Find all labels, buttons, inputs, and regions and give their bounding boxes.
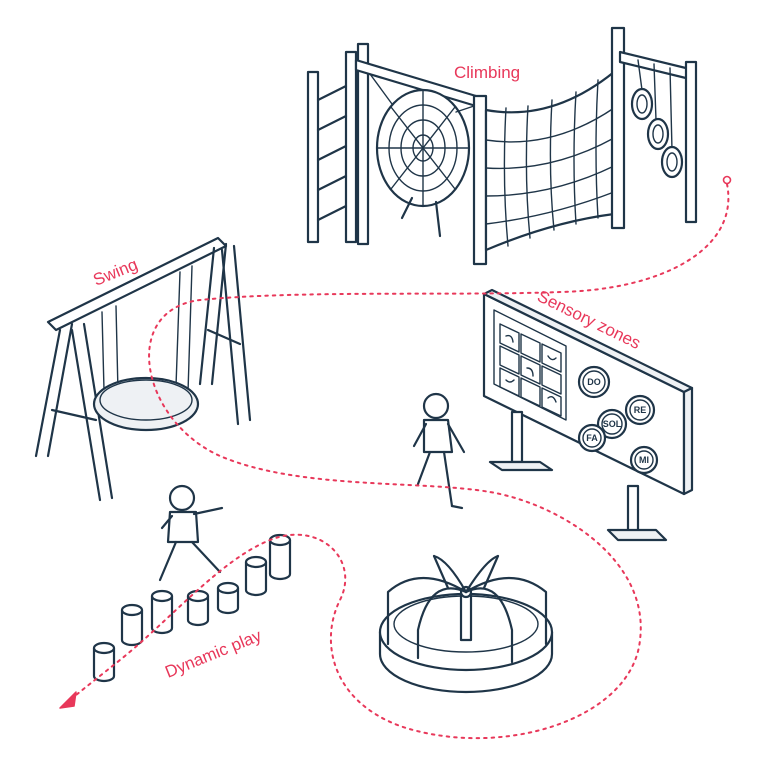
note-mi: MI <box>629 445 659 475</box>
carousel <box>378 554 554 694</box>
climbing-ladder <box>306 50 358 244</box>
route-path <box>59 175 732 740</box>
stepping-stumps <box>92 533 292 683</box>
stump <box>216 581 240 615</box>
spider-web-net <box>369 73 475 238</box>
dynamic-play-label: Dynamic play <box>162 626 264 682</box>
swing-set <box>34 236 252 502</box>
note-re-label: RE <box>634 405 647 415</box>
stump <box>244 555 268 597</box>
route-start-marker <box>722 175 732 185</box>
route-arrowhead <box>59 691 77 709</box>
sensory-board: DO RE SOL FA MI <box>482 288 694 542</box>
note-sol: SOL <box>596 408 628 440</box>
note-sol-label: SOL <box>603 419 622 429</box>
stump <box>92 641 116 683</box>
note-do: DO <box>577 365 611 399</box>
child-walking <box>412 392 466 510</box>
gym-rings <box>618 50 698 224</box>
cargo-net <box>484 26 626 252</box>
child-jumping <box>158 484 224 582</box>
note-re: RE <box>624 394 656 426</box>
stump <box>120 603 144 647</box>
stump <box>150 589 174 635</box>
climbing-structure <box>306 26 698 266</box>
stump <box>186 589 210 627</box>
note-do-label: DO <box>587 377 601 387</box>
climbing-label: Climbing <box>454 63 520 82</box>
note-fa-label: FA <box>586 433 598 443</box>
stump <box>268 533 292 581</box>
note-fa: FA <box>577 423 607 453</box>
note-mi-label: MI <box>639 455 649 465</box>
